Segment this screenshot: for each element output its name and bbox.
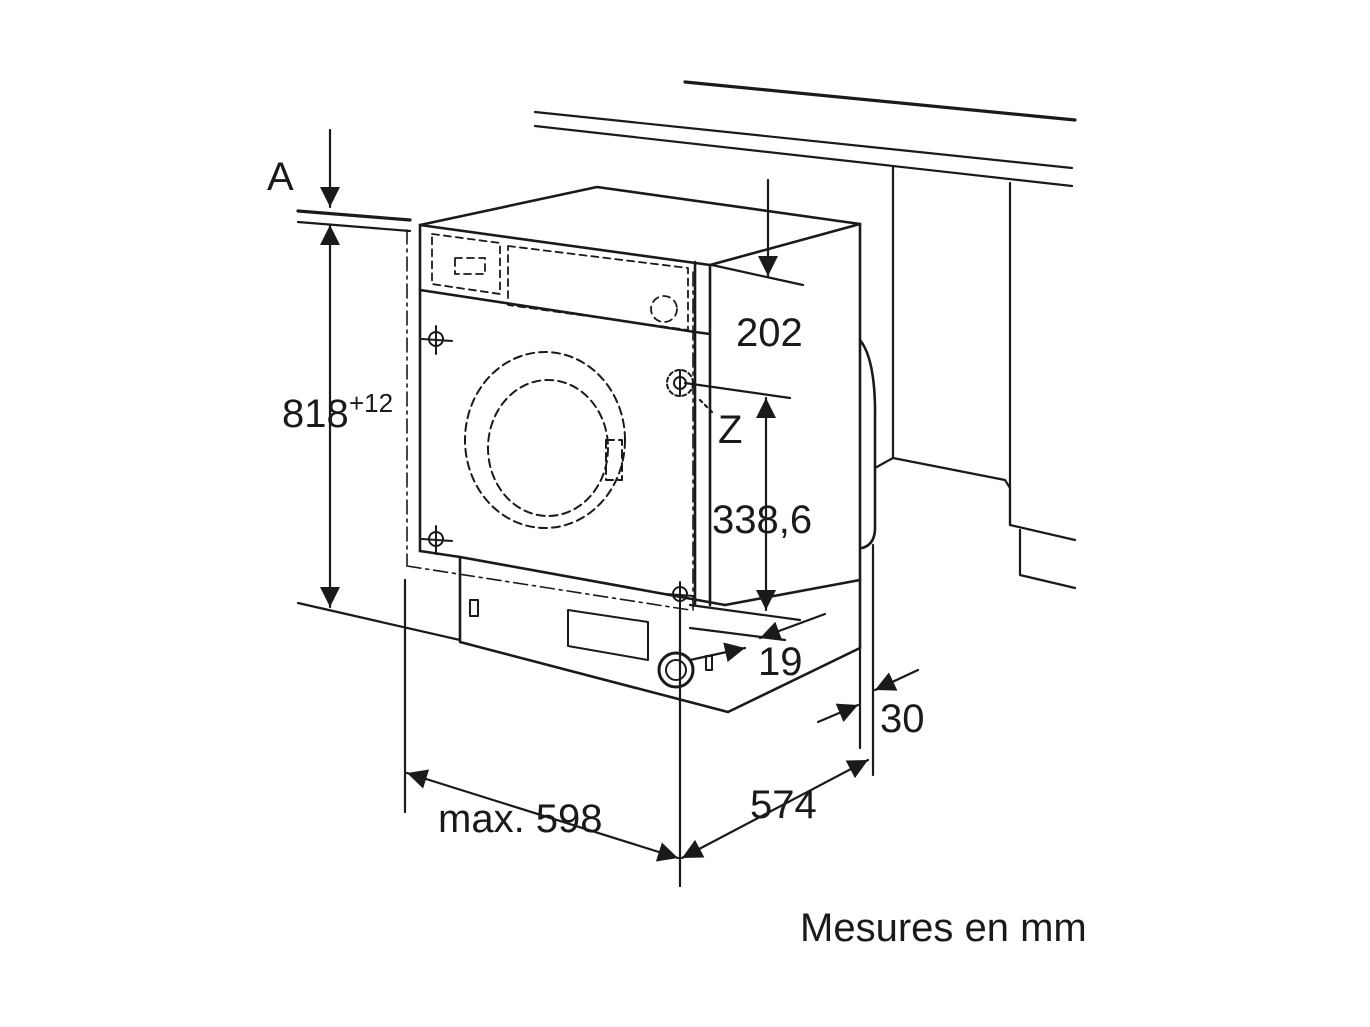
label-niche-width: max. 598 <box>438 797 603 841</box>
dim-door-offset <box>816 543 920 777</box>
label-depth: 574 <box>750 783 817 827</box>
adjacent-cabinet <box>873 164 1077 590</box>
dim-height <box>296 223 462 642</box>
dim-depth <box>680 758 870 860</box>
dim-niche-width <box>403 578 682 888</box>
label-height: 818 <box>282 392 349 436</box>
control-panel <box>431 233 689 331</box>
dim-hinge-height <box>683 381 802 622</box>
label-toe-recess: 19 <box>758 640 803 684</box>
dim-toe-recess <box>688 612 827 663</box>
porthole-door <box>464 351 626 529</box>
toe-kick <box>469 599 713 689</box>
label-panel-height: 202 <box>736 311 803 355</box>
countertop <box>296 80 1077 233</box>
dim-panel-height <box>710 178 805 287</box>
label-hinge-height: 338,6 <box>712 498 812 542</box>
label-height-tolerance: +12 <box>349 388 393 418</box>
label-z: Z <box>718 408 742 452</box>
niche-outline <box>406 229 694 613</box>
label-door-offset: 30 <box>880 697 925 741</box>
units-caption: Mesures en mm <box>800 906 1087 950</box>
label-a: A <box>267 155 294 199</box>
hinge-markers <box>421 325 695 609</box>
